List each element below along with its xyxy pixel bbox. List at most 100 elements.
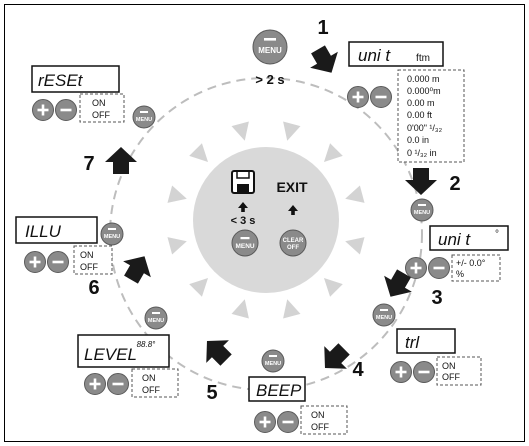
options-box	[436, 356, 482, 386]
minus-button[interactable]	[107, 373, 129, 395]
wedge-marker	[283, 299, 301, 319]
option-item: %	[456, 269, 464, 279]
plus-button[interactable]	[32, 99, 54, 121]
minus-button[interactable]	[55, 99, 77, 121]
center-menu-button[interactable]: MENU	[231, 229, 259, 257]
step-4: 4 MENU BEEP ON OFF	[248, 337, 364, 435]
step-number: 3	[431, 287, 442, 309]
wedge-marker	[283, 121, 301, 141]
plus-button[interactable]	[405, 257, 427, 279]
menu-button[interactable]: MENU	[372, 303, 396, 327]
options-box	[397, 69, 465, 163]
lcd-text: rESEt	[38, 71, 84, 90]
entry-menu-button[interactable]: MENU	[252, 29, 288, 65]
center-disc	[193, 147, 339, 293]
option-item: ON	[442, 361, 456, 371]
option-item: 0 ¹/₃₂ in	[407, 148, 437, 158]
lcd-text: ILLU	[25, 222, 62, 241]
wedge-marker	[231, 299, 249, 319]
menu-button-label: MENU	[235, 243, 254, 250]
up-arrow-icon	[288, 205, 298, 215]
wedge-marker	[323, 277, 343, 297]
step-3: 3 MENU trl ON OFF	[372, 265, 482, 386]
menu-button-label: MENU	[376, 315, 392, 321]
plus-button[interactable]	[254, 411, 276, 433]
menu-button[interactable]: MENU	[100, 222, 124, 246]
lcd-text: LEVEL	[84, 345, 137, 364]
option-item: 0.000 m	[407, 74, 440, 84]
menu-button[interactable]: MENU	[261, 349, 285, 373]
options-box	[79, 93, 125, 123]
lcd-text: trl	[405, 333, 420, 352]
minus-button[interactable]	[47, 251, 69, 273]
option-item: 0.0 in	[407, 135, 429, 145]
option-item: OFF	[92, 110, 110, 120]
plus-button[interactable]	[390, 361, 412, 383]
step-number: 5	[206, 382, 217, 404]
menu-button[interactable]: MENU	[410, 198, 434, 222]
menu-button[interactable]: MENU	[144, 306, 168, 330]
menu-button-label: MENU	[265, 361, 281, 367]
option-item: ON	[80, 250, 94, 260]
step-1: 1 uni t ftm 0.000 m 0.000⁰m 0.00 m 0.00 …	[304, 17, 465, 163]
menu-button-label: MENU	[136, 117, 152, 123]
menu-button[interactable]: MENU	[132, 105, 156, 129]
option-item: OFF	[442, 372, 460, 382]
clear-label-top: CLEAR	[283, 238, 304, 244]
option-list: 0.000 m 0.000⁰m 0.00 m 0.00 ft 0'00" ¹/₃…	[407, 74, 443, 158]
options-box	[73, 245, 113, 275]
wedge-marker	[345, 237, 365, 255]
center-hold-label: < 3 s	[231, 215, 256, 227]
option-item: 0.00 m	[407, 98, 435, 108]
lcd-display	[348, 41, 444, 67]
option-item: 0'00" ¹/₃₂	[407, 123, 443, 133]
step-number: 4	[352, 359, 364, 381]
plus-button[interactable]	[24, 251, 46, 273]
entry-hold-label: > 2 s	[255, 72, 284, 87]
lcd-text: uni t	[438, 230, 471, 249]
step-6: 6 MENU ILLU ON OFF	[15, 216, 159, 299]
lcd-display	[248, 376, 306, 402]
clear-off-button[interactable]: CLEAR OFF	[279, 229, 307, 257]
menu-button-label: MENU	[414, 210, 430, 216]
up-arrow-icon	[238, 202, 248, 212]
minus-button[interactable]	[413, 361, 435, 383]
step-number: 1	[317, 17, 328, 39]
step-7: 7 MENU rESEt ON OFF	[31, 65, 156, 175]
option-item: 0.00 ft	[407, 110, 433, 120]
option-item: ON	[142, 373, 156, 383]
option-item: ON	[92, 98, 106, 108]
minus-button[interactable]	[277, 411, 299, 433]
step-2: 2 MENU uni t ° +/- 0.0° %	[405, 168, 509, 282]
minus-button[interactable]	[428, 257, 450, 279]
lcd-text: uni t	[358, 46, 391, 65]
wedge-marker	[345, 185, 365, 203]
clear-label-bottom: OFF	[287, 245, 299, 251]
menu-button-label: MENU	[148, 318, 164, 324]
wedge-marker	[231, 121, 249, 141]
option-item: +/- 0.0°	[456, 258, 486, 268]
wedge-ring	[167, 121, 365, 319]
step-number: 2	[449, 173, 460, 195]
menu-button-label: MENU	[104, 234, 120, 240]
minus-button[interactable]	[370, 86, 392, 108]
step-number: 7	[83, 153, 94, 175]
option-item: OFF	[80, 262, 98, 272]
lcd-display	[31, 65, 120, 93]
options-box	[300, 405, 348, 435]
wedge-marker	[189, 143, 209, 163]
floppy-disk-icon	[231, 170, 255, 194]
lcd-display	[15, 216, 98, 244]
wedge-marker	[167, 185, 187, 203]
option-item: OFF	[311, 422, 329, 432]
menu-button-label: MENU	[258, 46, 282, 55]
plus-button[interactable]	[347, 86, 369, 108]
step-number: 6	[88, 277, 99, 299]
wedge-marker	[167, 237, 187, 255]
wedge-marker	[323, 143, 343, 163]
lcd-suffix: °	[495, 229, 499, 240]
lcd-display	[77, 334, 170, 368]
plus-button[interactable]	[84, 373, 106, 395]
lcd-suffix: ftm	[416, 53, 430, 64]
